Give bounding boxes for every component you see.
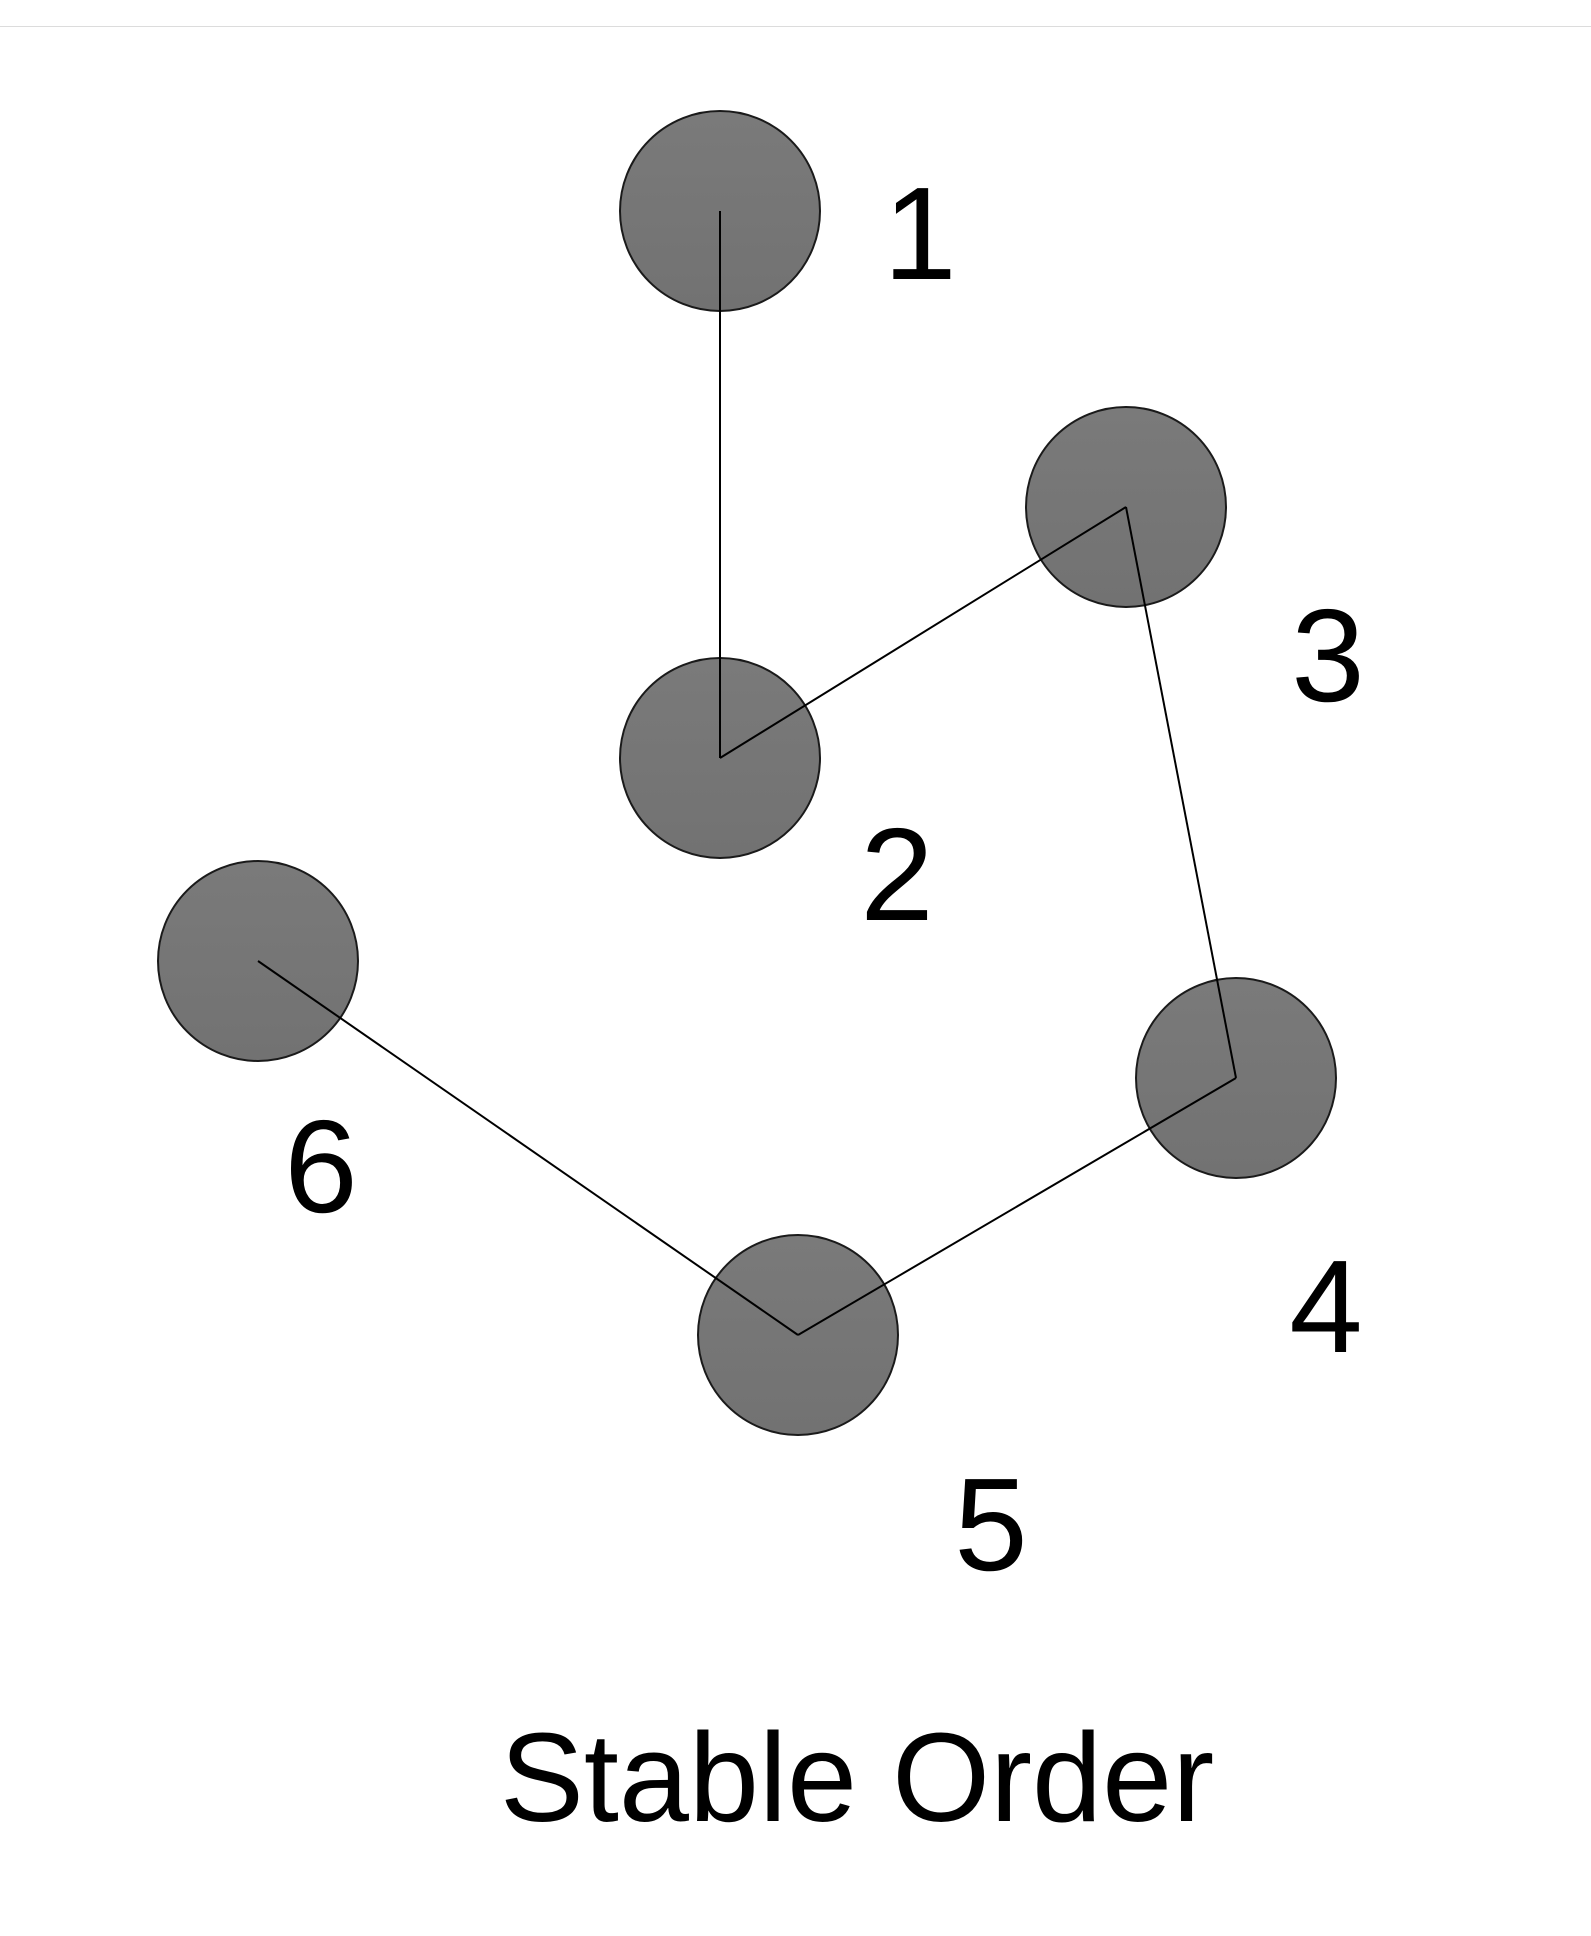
- node-label-6: 6: [284, 1093, 357, 1240]
- edge-5-6: [257, 960, 799, 1336]
- node-label-1: 1: [883, 160, 956, 307]
- top-divider: [0, 26, 1591, 27]
- edge-4-5: [797, 1077, 1237, 1336]
- edge-2-3: [719, 506, 1127, 759]
- node-label-2: 2: [860, 801, 933, 948]
- edge-3-4: [1125, 506, 1237, 1079]
- diagram-title: Stable Order: [500, 1707, 1214, 1848]
- node-label-5: 5: [954, 1451, 1027, 1598]
- node-label-4: 4: [1289, 1233, 1362, 1380]
- node-label-3: 3: [1291, 582, 1364, 729]
